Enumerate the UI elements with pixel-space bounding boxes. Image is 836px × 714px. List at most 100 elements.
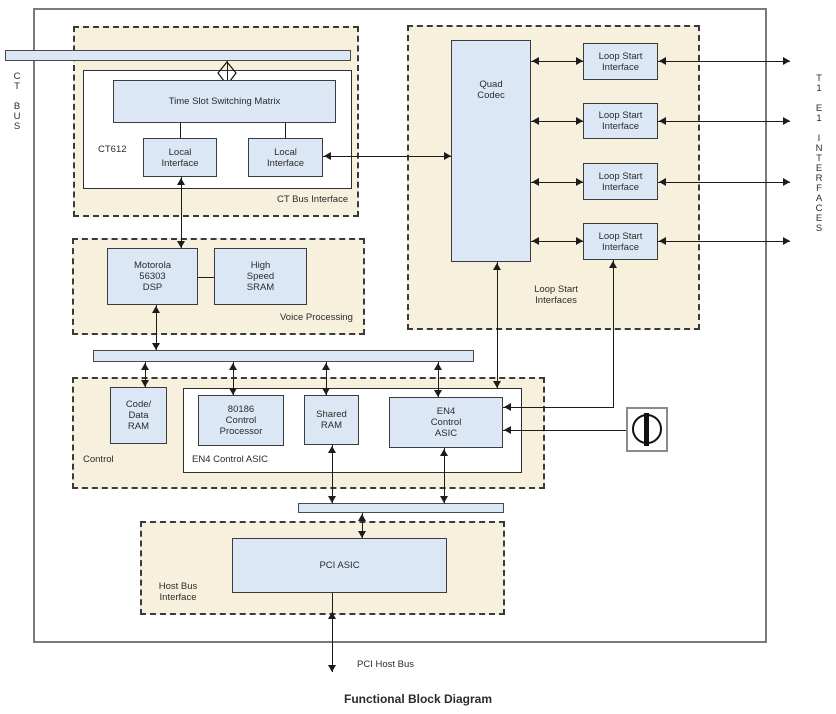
block-label: Local Interface [267, 146, 304, 169]
host-bus-interface-region-label: Host Bus Interface [158, 581, 198, 603]
quad-codec-block: Quad Codec [451, 40, 531, 262]
arrowhead [576, 117, 583, 125]
connector-local-quadcodec [323, 156, 451, 157]
block-label: Motorola 56303 DSP [134, 260, 171, 293]
en4-control-asic-block: EN4 Control ASIC [389, 397, 503, 448]
arrowhead [328, 612, 336, 619]
arrowhead [434, 390, 442, 397]
arrowhead [532, 117, 539, 125]
connector-quad-loop4 [531, 241, 583, 242]
pci-asic-block: PCI ASIC [232, 538, 447, 593]
loop-start-interface-block-4: Loop Start Interface [583, 223, 658, 260]
arrowhead [328, 446, 336, 453]
connector-crystal-en4asic [503, 430, 626, 431]
connector-bus-codedataram [145, 362, 146, 387]
ct-bus-bar [5, 50, 351, 61]
arrowhead [152, 306, 160, 313]
arrowhead [229, 388, 237, 395]
arrowhead [659, 117, 666, 125]
arrowhead [152, 343, 160, 350]
shared-ram-block: Shared RAM [304, 395, 359, 445]
connector-loop1-external [658, 61, 790, 62]
crystal-bar [644, 413, 649, 446]
connector-quad-loop3 [531, 182, 583, 183]
arrowhead [444, 152, 451, 160]
connector-quad-loop1 [531, 61, 583, 62]
arrowhead [532, 57, 539, 65]
connector-bus-processor [233, 362, 234, 395]
arrowhead [783, 57, 790, 65]
diagram-caption: Functional Block Diagram [343, 692, 493, 706]
arrowhead [576, 178, 583, 186]
block-label: Loop Start Interface [598, 110, 643, 132]
connector-en4asic-hostbus [444, 448, 445, 503]
local-bus-bar [93, 350, 474, 362]
connector-dsp-bus [156, 305, 157, 350]
connector-hostbus-pciasic [362, 513, 363, 538]
arrowhead [434, 363, 442, 370]
arrowhead [609, 261, 617, 268]
arrowhead [358, 514, 366, 521]
arrowhead [328, 496, 336, 503]
loop-start-interfaces-region-label: Loop Start Interfaces [534, 284, 578, 306]
connector-loop3-external [658, 182, 790, 183]
block-label: High Speed SRAM [246, 260, 275, 293]
connector-local-dsp [181, 177, 182, 248]
connector-sharedram-hostbus [332, 445, 333, 503]
arrowhead [358, 531, 366, 538]
control-region-label: Control [83, 454, 114, 465]
arrowhead [322, 363, 330, 370]
arrowhead [493, 263, 501, 270]
block-label: Local Interface [161, 146, 199, 169]
arrowhead [328, 665, 336, 672]
arrowhead [783, 237, 790, 245]
loop-start-interface-block-2: Loop Start Interface [583, 103, 658, 139]
block-label: Loop Start Interface [598, 50, 643, 73]
en4-control-asic-group-label: EN4 Control ASIC [192, 454, 269, 465]
connector-quadcodec-en4group [497, 262, 498, 388]
motorola-dsp-block: Motorola 56303 DSP [107, 248, 198, 305]
local-interface-left-block: Local Interface [143, 138, 217, 177]
voice-processing-region-label: Voice Processing [280, 312, 353, 323]
arrowhead [532, 178, 539, 186]
arrowhead [576, 237, 583, 245]
arrowhead [322, 388, 330, 395]
connector-pciasic-pcihostbus [332, 593, 333, 672]
t1-e1-interfaces-vertical-label: T 1 E 1 I N T E R F A C E S [815, 73, 823, 234]
board-outline [33, 8, 767, 643]
arrowhead [532, 237, 539, 245]
block-label: PCI ASIC [319, 560, 360, 571]
loop-start-interface-block-1: Loop Start Interface [583, 43, 658, 80]
arrowhead [659, 237, 666, 245]
arrowhead [141, 380, 149, 387]
arrowhead [229, 363, 237, 370]
connector-quad-loop2 [531, 121, 583, 122]
pci-host-bus-label: PCI Host Bus [357, 659, 415, 670]
ct-bus-vertical-label: C T B U S [13, 71, 21, 132]
block-label: Loop Start Interface [598, 230, 643, 253]
connector-bus-sharedram [326, 362, 327, 395]
time-slot-switching-matrix-block: Time Slot Switching Matrix [113, 80, 336, 123]
block-label: Shared RAM [316, 409, 347, 431]
80186-processor-block: 80186 Control Processor [198, 395, 284, 446]
connector-loop4-en4asic-v [613, 260, 614, 408]
arrowhead [177, 241, 185, 248]
arrowhead [493, 381, 501, 388]
connector-matrix-local-right [285, 123, 286, 138]
arrowhead [783, 117, 790, 125]
arrowhead [141, 363, 149, 370]
loop-start-interface-block-3: Loop Start Interface [583, 163, 658, 200]
arrowhead [440, 449, 448, 456]
local-interface-right-block: Local Interface [248, 138, 323, 177]
ct-bus-interface-region-label: CT Bus Interface [277, 194, 349, 205]
block-label: Time Slot Switching Matrix [168, 96, 281, 107]
ct612-chip-label: CT612 [98, 144, 127, 155]
connector-matrix-local-left [180, 123, 181, 138]
arrowhead [440, 496, 448, 503]
code-data-ram-block: Code/ Data RAM [110, 387, 167, 444]
block-label: Loop Start Interface [598, 170, 643, 193]
arrowhead [576, 57, 583, 65]
host-bus-bar [298, 503, 504, 513]
connector-loop4-en4asic-h [503, 407, 613, 408]
